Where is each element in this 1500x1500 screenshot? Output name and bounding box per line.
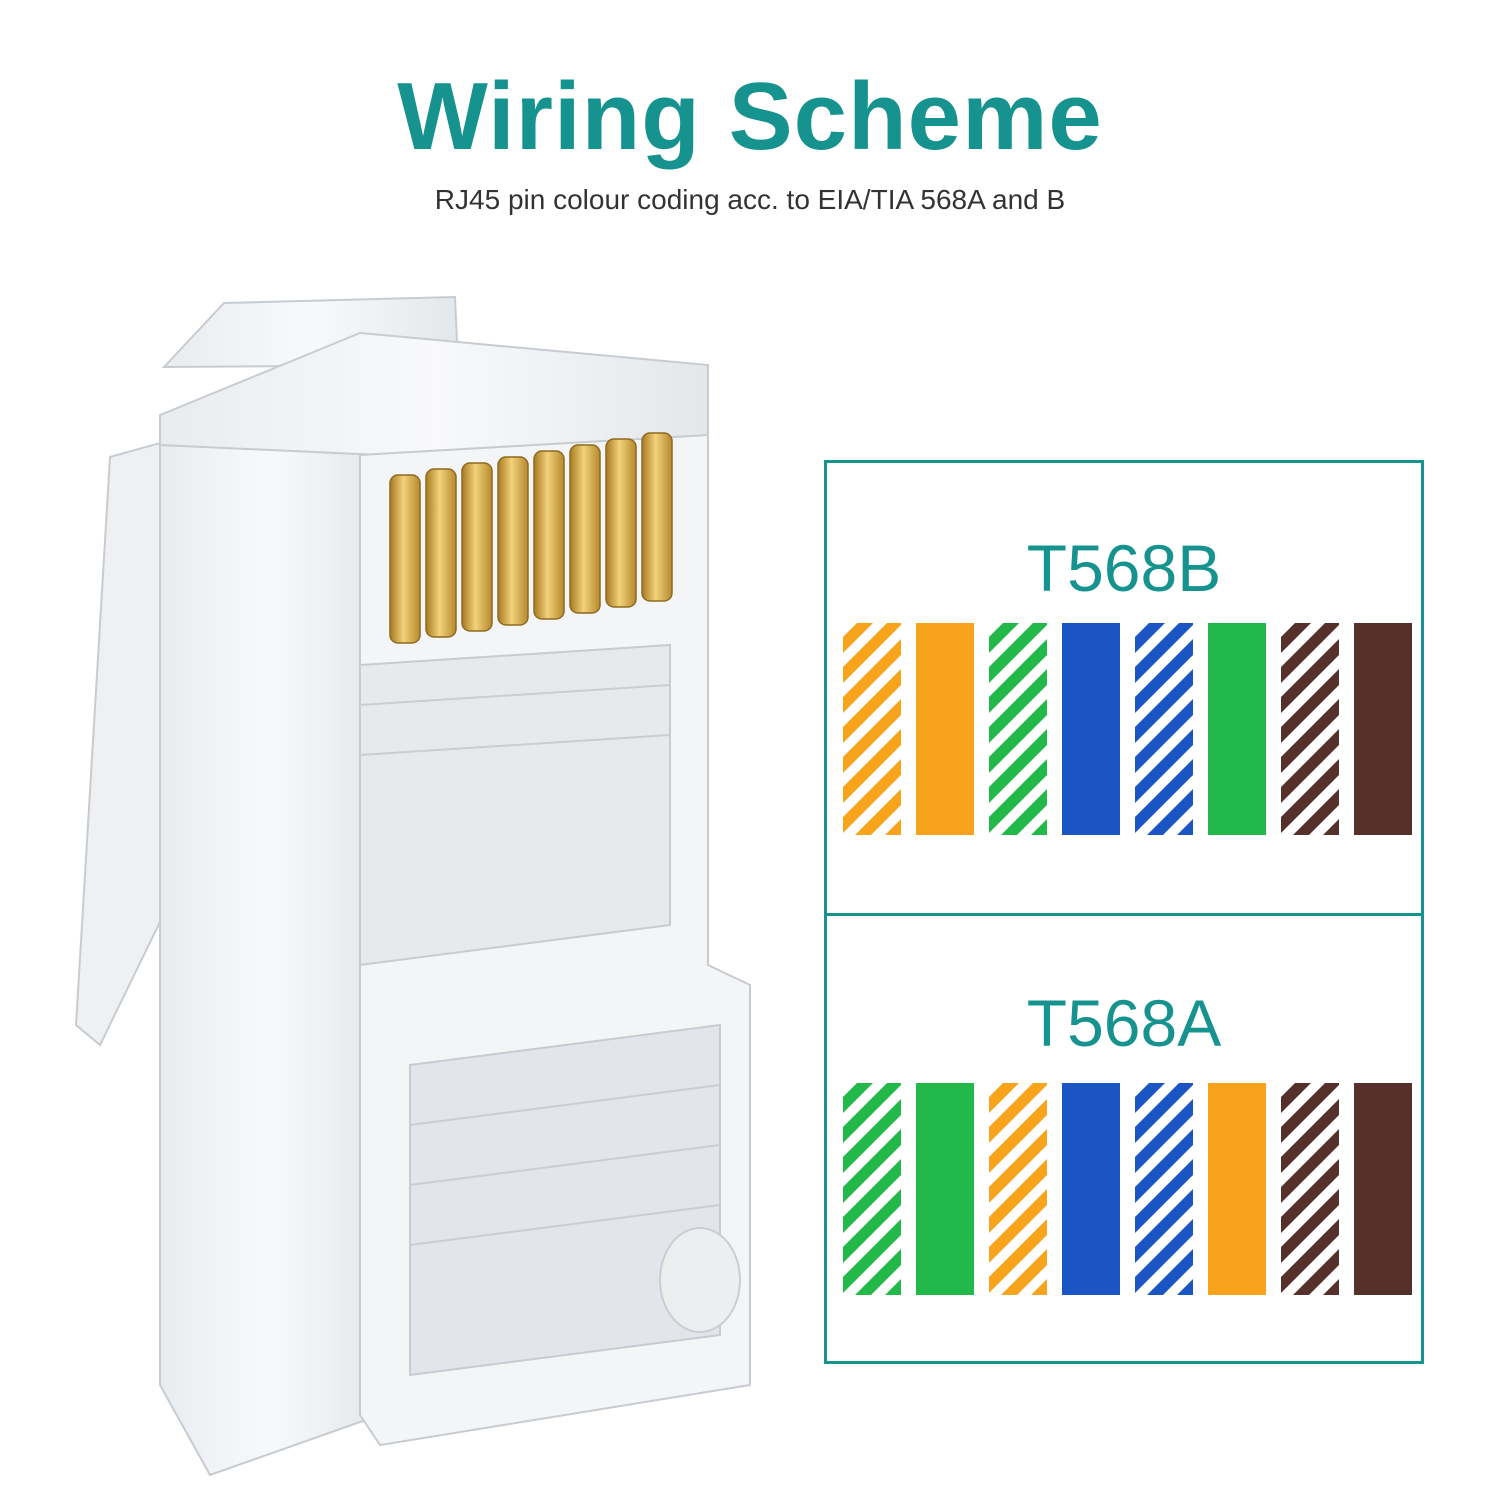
page-title: Wiring Scheme bbox=[397, 63, 1103, 170]
wire-t568b-4-blue bbox=[1062, 623, 1120, 835]
wire-t568b-2-orange bbox=[916, 623, 974, 835]
wire-t568a-1-green-white bbox=[843, 1083, 901, 1295]
panel-divider bbox=[827, 913, 1421, 916]
wire-t568b-7-brown-white bbox=[1281, 623, 1339, 835]
wire-t568a-6-orange bbox=[1208, 1083, 1266, 1295]
standard-label-t568b: T568B bbox=[1026, 531, 1222, 605]
wire-t568a-4-blue bbox=[1062, 1083, 1120, 1295]
wire-t568a-3-orange-white bbox=[989, 1083, 1047, 1295]
wire-row-t568b bbox=[843, 623, 1413, 835]
wire-t568a-5-blue-white bbox=[1135, 1083, 1193, 1295]
wiring-panel: T568B T568A bbox=[824, 460, 1424, 1364]
wire-t568a-7-brown-white bbox=[1281, 1083, 1339, 1295]
gold-contact-pins bbox=[389, 432, 673, 644]
wire-t568b-3-green-white bbox=[989, 623, 1047, 835]
standard-label-t568a: T568A bbox=[1026, 986, 1222, 1060]
rj45-connector-illustration bbox=[74, 295, 751, 1477]
wire-t568a-8-brown bbox=[1354, 1083, 1412, 1295]
wire-t568b-6-green bbox=[1208, 623, 1266, 835]
wire-t568a-2-green bbox=[916, 1083, 974, 1295]
wire-row-t568a bbox=[843, 1083, 1413, 1295]
page-subtitle: RJ45 pin colour coding acc. to EIA/TIA 5… bbox=[434, 184, 1066, 215]
wire-t568b-8-brown bbox=[1354, 623, 1412, 835]
wire-t568b-1-orange-white bbox=[843, 623, 901, 835]
wire-t568b-5-blue-white bbox=[1135, 623, 1193, 835]
